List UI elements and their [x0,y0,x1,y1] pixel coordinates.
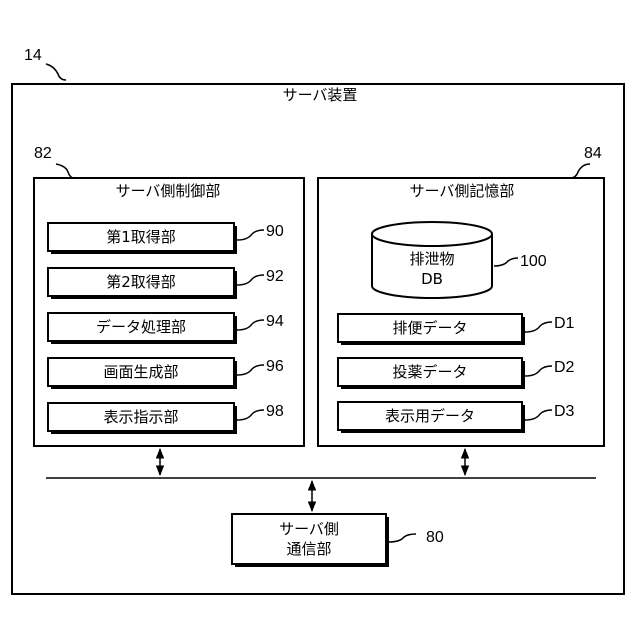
unit-ref: 92 [266,268,284,285]
control-unit-title: サーバ側制御部 [116,182,221,200]
unit-ref: 98 [266,403,284,420]
storage-ref: 84 [584,145,602,162]
server-ref-leader [46,64,66,80]
comm-label-line2: 通信部 [286,540,331,558]
data-label: 表示用データ [385,407,475,425]
unit-ref: 94 [266,313,284,330]
unit-label: 表示指示部 [103,408,178,426]
unit-label: 第2取得部 [106,273,176,291]
comm-ref: 80 [426,529,444,546]
data-label: 排便データ [392,319,467,337]
db-cylinder-top [372,222,492,246]
storage-unit-title: サーバ側記憶部 [410,182,515,200]
data-ref: D2 [554,359,575,376]
unit-ref: 90 [266,223,284,240]
data-ref: D3 [554,403,575,420]
unit-label: 第1取得部 [106,228,176,246]
db-label-line2: DB [421,270,443,288]
db-label-line1: 排泄物 [409,250,454,268]
storage-unit: サーバ側記憶部 84 排泄物 DB 100 排便データ D1 投薬データ D2 [318,145,604,446]
control-ref: 82 [34,145,52,162]
control-unit: サーバ側制御部 82 第1取得部 90 第2取得部 92 データ処理部 94 [34,145,304,446]
server-ref: 14 [24,47,42,64]
comm-label-line1: サーバ側 [279,520,339,538]
unit-label: データ処理部 [96,318,186,336]
data-label: 投薬データ [392,363,467,381]
data-ref: D1 [554,315,575,332]
db-ref: 100 [520,253,547,270]
unit-ref: 96 [266,358,284,375]
unit-label: 画面生成部 [103,363,178,381]
server-device-title: サーバ装置 [283,86,358,104]
